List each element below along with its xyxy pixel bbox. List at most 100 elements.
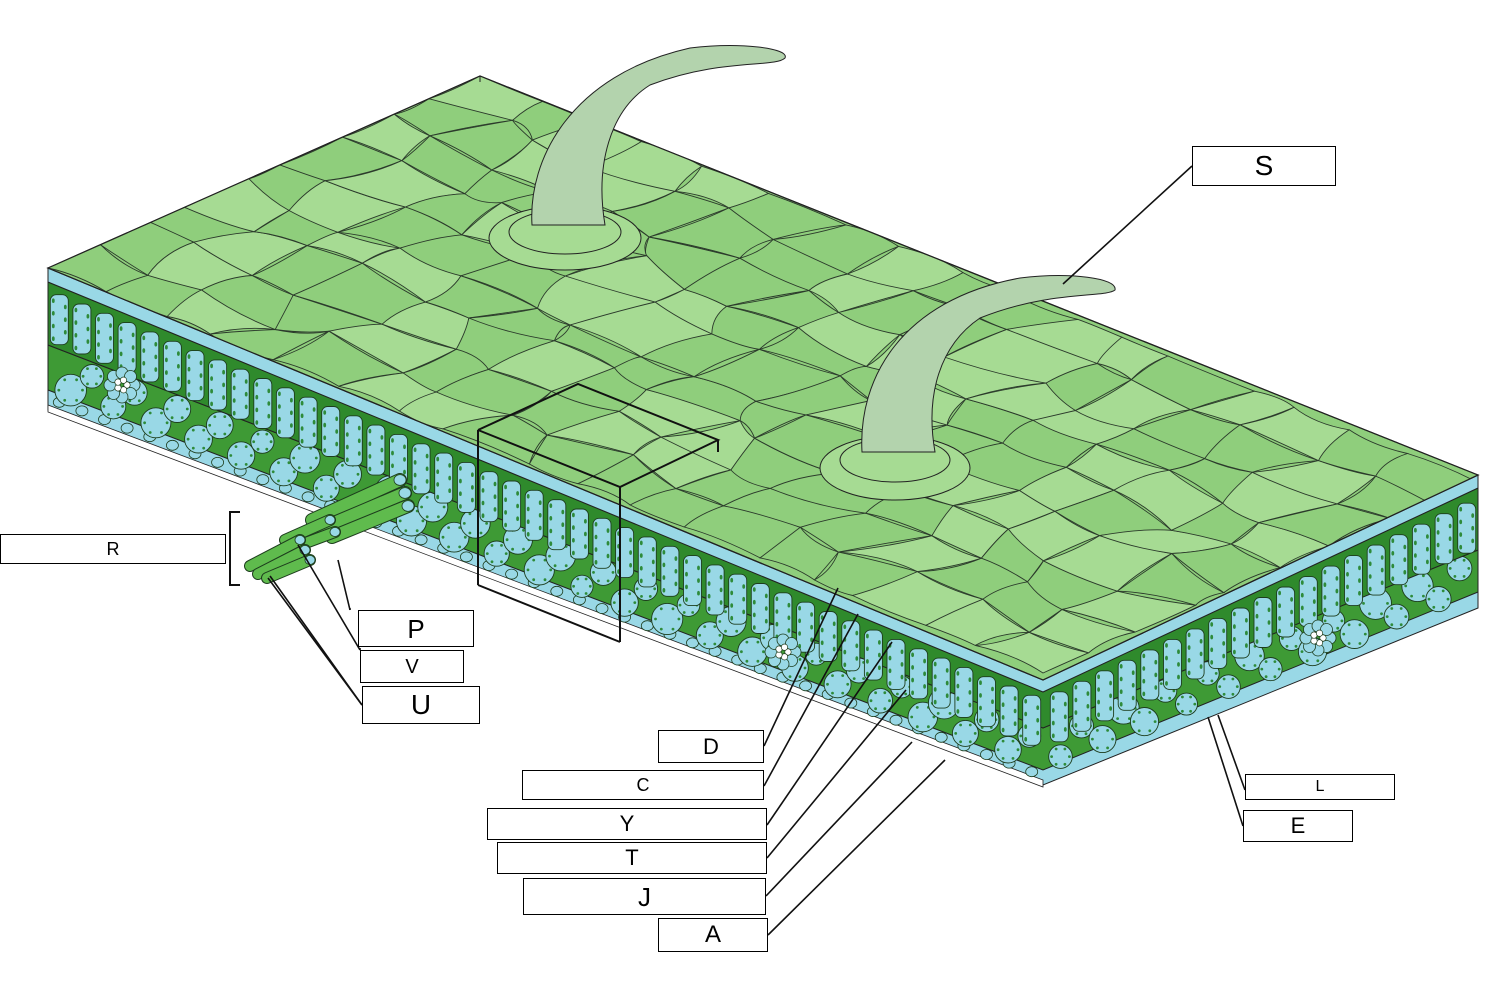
chloroplast (572, 551, 575, 556)
chloroplast (1391, 551, 1394, 556)
chloroplast (969, 724, 972, 727)
chloroplast (117, 413, 120, 416)
chloroplast (1449, 549, 1452, 554)
chloroplast (1232, 693, 1235, 696)
chloroplast (448, 488, 451, 493)
chloroplast (1024, 724, 1027, 729)
chloroplast (1324, 570, 1327, 575)
palisade-cell (887, 639, 905, 689)
chloroplast (1002, 728, 1005, 733)
chloroplast (255, 408, 258, 413)
chloroplast (1017, 748, 1020, 751)
label-box-p: P (358, 610, 474, 647)
chloroplast (532, 559, 535, 562)
chloroplast (1188, 633, 1191, 638)
chloroplast (436, 457, 439, 462)
chloroplast (1426, 547, 1429, 552)
chloroplast (572, 538, 575, 543)
chloroplast (592, 571, 595, 574)
chloroplast (1052, 721, 1055, 726)
palisade-cell (1299, 577, 1317, 627)
chloroplast (946, 668, 949, 673)
chloroplast (672, 607, 675, 610)
chloroplast (1120, 689, 1123, 694)
chloroplast (607, 554, 610, 559)
chloroplast (1449, 524, 1452, 529)
lower-epidermis-cell (506, 569, 518, 579)
chloroplast (843, 663, 846, 668)
chloroplast (120, 339, 123, 344)
palisade-cell (1367, 545, 1385, 595)
spongy-cell (1259, 658, 1282, 681)
chloroplast (323, 436, 326, 441)
chloroplast (436, 469, 439, 474)
lower-epidermis-cell (257, 475, 269, 485)
chloroplast (762, 650, 765, 653)
chloroplast (1096, 747, 1099, 750)
chloroplast (149, 412, 152, 415)
chloroplast (663, 575, 666, 580)
chloroplast (482, 475, 485, 480)
chloroplast (549, 529, 552, 534)
chloroplast (426, 467, 429, 472)
chloroplast (572, 585, 575, 588)
chloroplast (979, 706, 982, 711)
chloroplast (1324, 620, 1327, 623)
chloroplast (1390, 607, 1393, 610)
chloroplast (346, 445, 349, 450)
chloroplast (927, 725, 930, 728)
spongy-cell (1384, 604, 1409, 629)
spongy-cell (206, 412, 233, 439)
chloroplast (584, 519, 587, 524)
chloroplast (959, 740, 962, 743)
chloroplast (233, 411, 236, 416)
chloroplast (910, 716, 913, 719)
chloroplast (1148, 711, 1151, 714)
spongy-cell (1130, 708, 1158, 736)
chloroplast (991, 712, 994, 717)
chloroplast (458, 546, 461, 549)
chloroplast (391, 438, 394, 443)
chloroplast (160, 412, 163, 415)
chloroplast (1369, 587, 1372, 592)
chloroplast (181, 399, 184, 402)
chloroplast (1391, 576, 1394, 581)
chloroplast (177, 377, 180, 382)
chloroplast (86, 367, 89, 370)
chloroplast (301, 439, 304, 444)
chloroplast (1442, 590, 1445, 593)
chloroplast (1200, 652, 1203, 657)
chloroplast (1181, 710, 1184, 713)
chloroplast (1087, 704, 1090, 709)
chloroplast (1369, 562, 1372, 567)
label-box-l: L (1245, 774, 1395, 800)
vein-tube-end (394, 475, 406, 486)
chloroplast (1222, 641, 1225, 646)
palisade-cell (1345, 556, 1363, 606)
chloroplast (708, 581, 711, 586)
chloroplast (1295, 645, 1298, 648)
chloroplast (75, 308, 78, 313)
chloroplast (640, 553, 643, 558)
chloroplast (313, 407, 316, 412)
chloroplast (52, 324, 55, 329)
chloroplast (1052, 734, 1055, 739)
chloroplast (381, 435, 384, 440)
chloroplast (1471, 526, 1474, 531)
chloroplast (527, 569, 530, 572)
chloroplast (1019, 735, 1022, 738)
chloroplast (504, 523, 507, 528)
chloroplast (691, 611, 694, 614)
chloroplast (776, 622, 779, 627)
chloroplast (1336, 601, 1339, 606)
chloroplast (471, 485, 474, 490)
chloroplast (789, 675, 792, 678)
chloroplast (1274, 675, 1277, 678)
chloroplast (1036, 731, 1039, 736)
chloroplast (878, 653, 881, 658)
lower-epidermis-cell (800, 681, 812, 691)
leader-line (298, 545, 360, 650)
chloroplast (52, 298, 55, 303)
chloroplast (855, 644, 858, 649)
